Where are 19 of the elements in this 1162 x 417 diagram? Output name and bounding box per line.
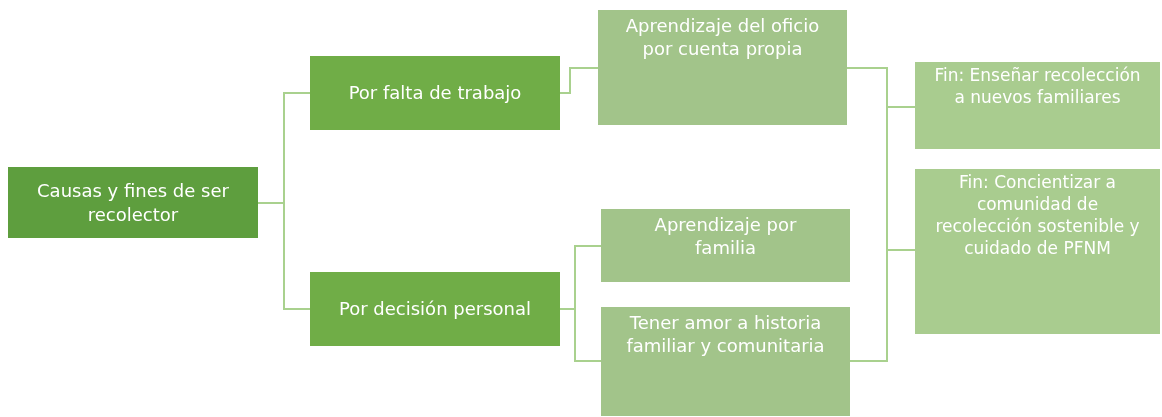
connector-line [559, 308, 602, 362]
node-label: Fin: Enseñar recolección a nuevos familiares [933, 64, 1142, 109]
process-box [601, 307, 850, 416]
process-box [8, 167, 258, 238]
process-box [310, 56, 560, 130]
process-box [915, 62, 1160, 149]
connector-line [849, 249, 916, 362]
node-label: Aprendizaje del oficio por cuenta propia [624, 14, 821, 61]
node-label: Por falta de trabajo [348, 81, 522, 105]
node-label: Fin: Concientizar a comunidad de recolección sostenible y cuidado de PFNM [934, 171, 1141, 260]
node-label: Causas y fines de ser recolector [36, 179, 230, 226]
process-box [598, 10, 847, 125]
node-label: Aprendizaje por familia [653, 213, 798, 260]
process-box [601, 209, 850, 282]
node-label: Por decisión personal [339, 297, 531, 321]
process-box [915, 169, 1160, 334]
process-box [310, 272, 560, 346]
node-label: Tener amor a historia familiar y comunitaria [625, 311, 826, 358]
connector-line [559, 67, 599, 94]
